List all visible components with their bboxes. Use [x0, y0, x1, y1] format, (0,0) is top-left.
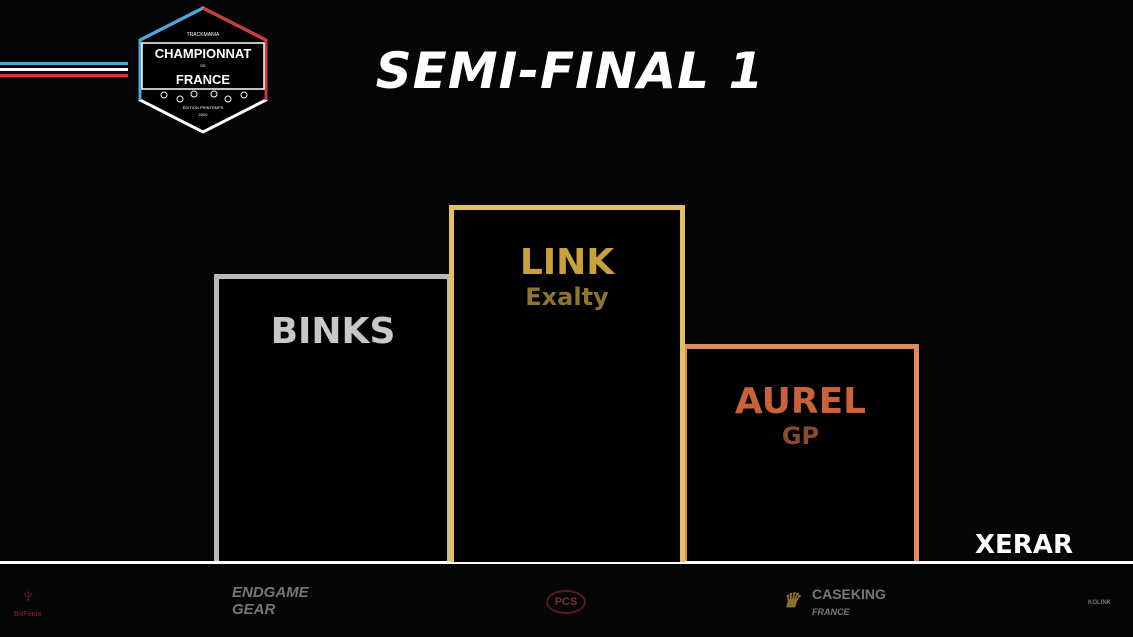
championnat-logo: TRACKMANIA CHAMPIONNAT DE FRANCE ÉDITION… — [138, 6, 268, 134]
caseking-logo: CASEKING FRANCE — [812, 586, 886, 620]
kolink-logo: KOLINK — [1088, 600, 1111, 606]
podium-third: AUREL GP — [682, 344, 919, 562]
flag-stripes — [0, 62, 128, 80]
player-name: LINK — [519, 242, 615, 283]
crown-icon: ♛ — [782, 590, 800, 612]
sponsor-text: FRANCE — [812, 607, 850, 617]
floor-line — [0, 561, 1133, 564]
page-title: SEMI-FINAL 1 — [375, 42, 765, 100]
sponsor-text: CASEKING — [812, 586, 886, 602]
bitfenix-logo-text: BitFenix — [14, 611, 42, 618]
player-team: GP — [781, 422, 820, 450]
logo-edition: ÉDITION PRINTEMPS — [183, 105, 224, 110]
logo-trackmania: TRACKMANIA — [187, 32, 220, 38]
podium-first: LINK Exalty — [449, 205, 685, 562]
logo-france: FRANCE — [176, 72, 230, 87]
player-name: BINKS — [270, 311, 396, 352]
podium-second: BINKS — [214, 274, 452, 562]
sponsor-text: ENDGAME — [232, 584, 309, 601]
logo-year: 2020 — [199, 112, 209, 117]
sponsor-text: GEAR — [232, 601, 276, 618]
player-name: AUREL — [734, 381, 867, 422]
player-team: Exalty — [525, 283, 609, 311]
logo-championnat: CHAMPIONNAT — [155, 46, 252, 61]
bitfenix-icon: ♆ — [20, 583, 37, 608]
eliminated-player: XERAR — [975, 530, 1073, 560]
pcs-logo: PCS — [546, 590, 586, 614]
logo-de: DE — [200, 63, 206, 68]
